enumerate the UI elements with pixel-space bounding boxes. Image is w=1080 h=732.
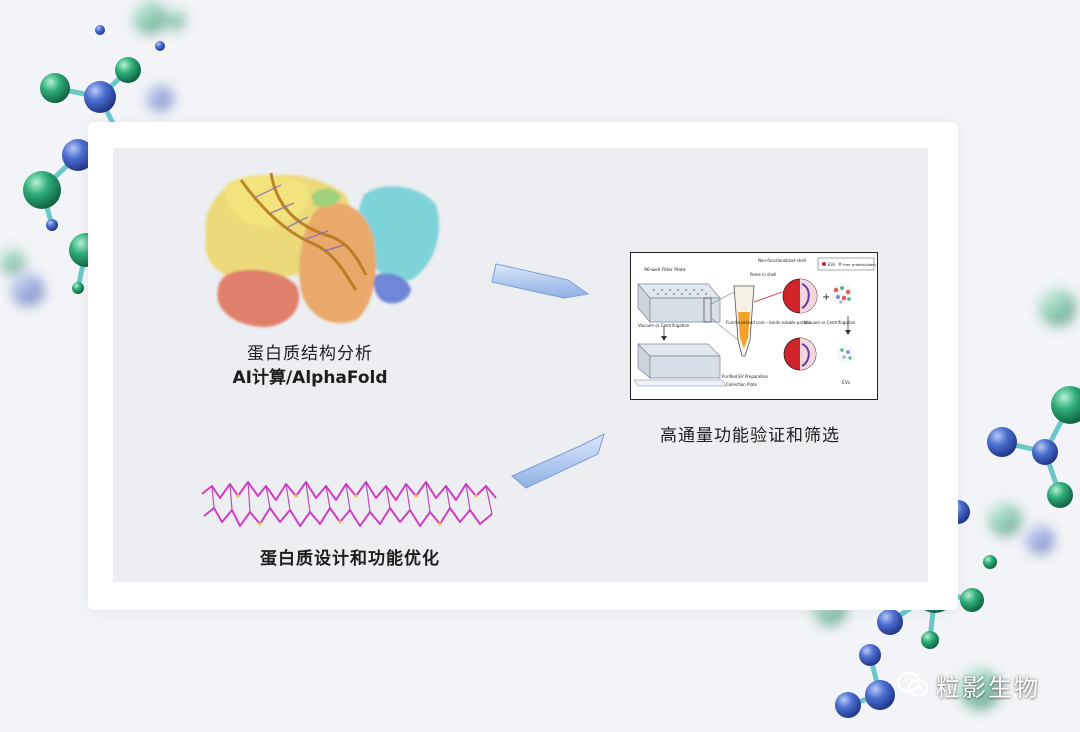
arrow-from-screening (511, 433, 605, 489)
arrow-to-screening (491, 263, 590, 299)
designed-protein-image (201, 481, 497, 527)
structure-analysis-title: 蛋白质结构分析 (247, 344, 373, 364)
legend-evs: EVs (828, 262, 835, 267)
watermark-text: 粒影生物 (936, 673, 1040, 702)
screening-diagram-panel: 96-well Filter Plate Vacuum or Centrifug… (630, 252, 878, 400)
vacuum-right-label: Vacuum or Centrifugation (804, 320, 856, 325)
watermark: 粒影生物 (896, 668, 1056, 702)
filter-plate-label: 96-well Filter Plate (644, 267, 686, 273)
vacuum-left-label: Vacuum or Centrifugation (638, 323, 690, 328)
structure-analysis-label: 蛋白质结构分析 AI计算/AlphaFold (200, 342, 420, 390)
high-throughput-screening-label: 高通量功能验证和筛选 (660, 426, 840, 446)
functionalized-core-label: Functionalized core – binds soluble prot… (726, 320, 812, 325)
collection-plate-label: Collection Plate (726, 382, 758, 387)
wechat-icon (897, 672, 928, 697)
purified-ev-label: Purified EV Preparation (722, 374, 769, 379)
plus-sign: + (822, 292, 830, 303)
ai-alphafold-subtitle: AI计算/AlphaFold (232, 368, 388, 388)
pores-in-shell-label: Pores in shell (750, 272, 776, 277)
protein-structure-image (205, 172, 439, 327)
protein-design-label: 蛋白质设计和功能优化 (260, 549, 440, 569)
evs-output-label: EVs (842, 380, 851, 386)
non-functionalized-shell-label: Non-functionalized shell (758, 258, 806, 263)
legend-free-protein: free protein/label (843, 262, 876, 267)
